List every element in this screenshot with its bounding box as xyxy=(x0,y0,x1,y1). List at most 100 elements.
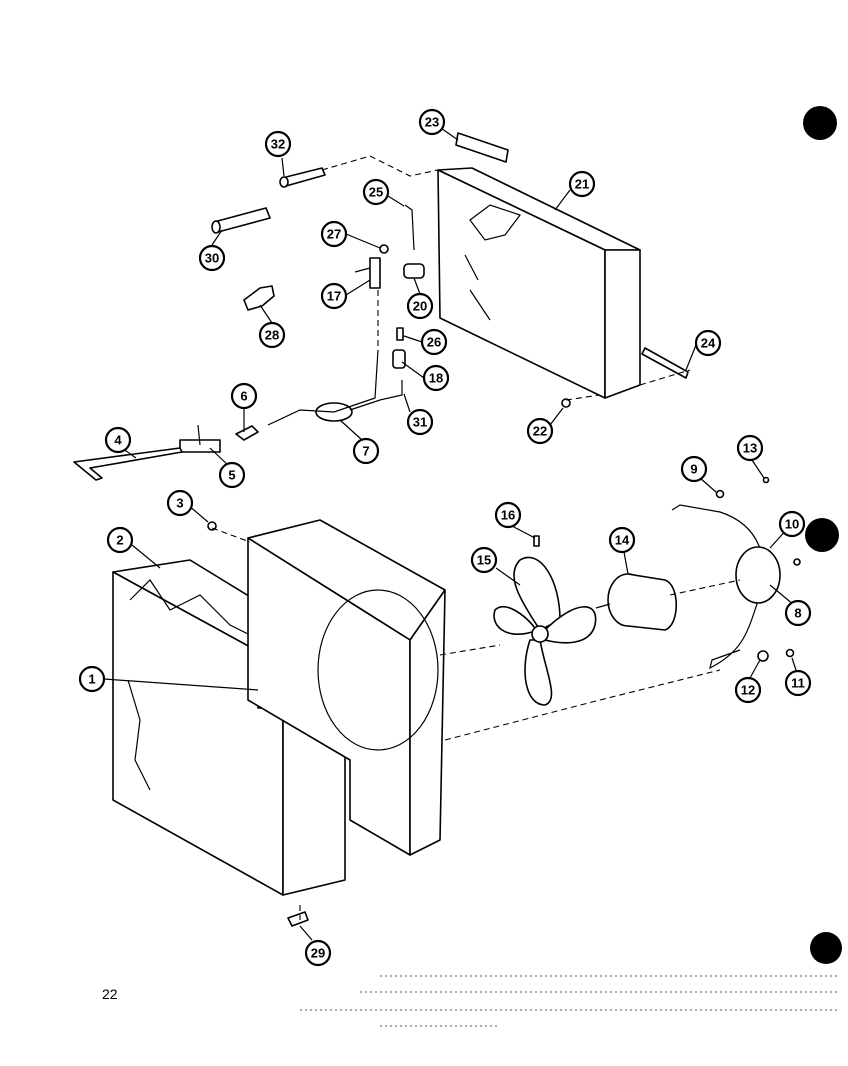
callout-circle xyxy=(320,220,348,248)
callout-23: 23 xyxy=(418,108,446,136)
callout-circle xyxy=(470,546,498,574)
callout-circle xyxy=(608,526,636,554)
callout-11: 11 xyxy=(784,669,812,697)
callout-label: 32 xyxy=(271,137,285,152)
callout-3: 3 xyxy=(166,489,194,517)
callout-16: 16 xyxy=(494,501,522,529)
callout-26: 26 xyxy=(420,328,448,356)
callout-9: 9 xyxy=(680,455,708,483)
callout-circle xyxy=(304,939,332,967)
small-hardware xyxy=(715,476,801,662)
switch-5 xyxy=(179,424,221,453)
knob-6 xyxy=(235,425,259,441)
callout-label: 29 xyxy=(311,946,325,961)
bracket-23 xyxy=(455,132,509,163)
callout-label: 14 xyxy=(615,533,630,548)
callout-label: 22 xyxy=(533,424,547,439)
clip-28 xyxy=(243,285,275,311)
callout-layer: 1234567891011121314151617182021222324252… xyxy=(78,108,812,967)
callout-22: 22 xyxy=(526,417,554,445)
setscrew-16 xyxy=(533,535,540,547)
callout-4: 4 xyxy=(104,426,132,454)
callout-circle xyxy=(422,364,450,392)
screw-22 xyxy=(561,398,571,408)
callout-label: 28 xyxy=(265,328,279,343)
bracket-24 xyxy=(641,347,689,379)
callout-label: 9 xyxy=(690,462,697,477)
callout-6: 6 xyxy=(230,382,258,410)
callout-label: 30 xyxy=(205,251,219,266)
callout-circle xyxy=(320,282,348,310)
motor-14 xyxy=(595,573,677,631)
callout-10: 10 xyxy=(778,510,806,538)
screw-3 xyxy=(207,521,217,531)
callout-circle xyxy=(736,434,764,462)
cap-27 xyxy=(379,244,389,254)
callout-29: 29 xyxy=(304,939,332,967)
capillary-25 xyxy=(404,204,415,251)
callout-circle xyxy=(526,417,554,445)
callout-label: 8 xyxy=(794,606,801,621)
callout-label: 21 xyxy=(575,177,589,192)
page-number: 22 xyxy=(102,986,118,1002)
leader-lines xyxy=(103,125,797,941)
fan-blade-15 xyxy=(493,556,597,706)
callout-circle xyxy=(680,455,708,483)
callout-15: 15 xyxy=(470,546,498,574)
clamp-20 xyxy=(403,263,425,279)
pin-32 xyxy=(279,167,326,188)
callout-label: 18 xyxy=(429,371,443,386)
tube-30 xyxy=(211,207,271,234)
callout-circle xyxy=(494,501,522,529)
callout-circle xyxy=(218,461,246,489)
callout-1: 1 xyxy=(78,665,106,693)
callout-circle xyxy=(230,382,258,410)
callout-32: 32 xyxy=(264,130,292,158)
callout-24: 24 xyxy=(694,329,722,357)
callout-label: 3 xyxy=(176,496,183,511)
callout-label: 7 xyxy=(362,444,369,459)
callout-circle xyxy=(166,489,194,517)
callout-27: 27 xyxy=(320,220,348,248)
callout-2: 2 xyxy=(106,526,134,554)
callout-5: 5 xyxy=(218,461,246,489)
callout-circle xyxy=(784,599,812,627)
alignment-lines xyxy=(211,155,741,920)
callout-label: 26 xyxy=(427,335,441,350)
callout-circle xyxy=(778,510,806,538)
callout-circle xyxy=(104,426,132,454)
fitting-26 xyxy=(396,327,404,341)
callout-circle xyxy=(406,408,434,436)
callout-14: 14 xyxy=(608,526,636,554)
callout-circle xyxy=(418,108,446,136)
shroud xyxy=(247,519,446,856)
callout-7: 7 xyxy=(352,437,380,465)
scan-noise xyxy=(300,975,840,1027)
callout-label: 4 xyxy=(114,433,122,448)
callout-label: 6 xyxy=(240,389,247,404)
callout-circle xyxy=(362,178,390,206)
callout-17: 17 xyxy=(320,282,348,310)
motor-mount-8 xyxy=(671,504,781,670)
callout-25: 25 xyxy=(362,178,390,206)
rod-4 xyxy=(73,447,183,481)
registration-marks xyxy=(803,106,842,964)
callout-circle xyxy=(406,292,434,320)
callout-label: 20 xyxy=(413,299,427,314)
callout-21: 21 xyxy=(568,170,596,198)
callout-28: 28 xyxy=(258,321,286,349)
callout-label: 5 xyxy=(228,468,235,483)
drier-18 xyxy=(392,349,406,369)
callout-label: 13 xyxy=(743,441,757,456)
callout-circle xyxy=(734,676,762,704)
callout-label: 31 xyxy=(413,415,427,430)
callout-label: 24 xyxy=(701,336,716,351)
callout-circle xyxy=(420,328,448,356)
callout-label: 10 xyxy=(785,517,799,532)
thermostat-7 xyxy=(267,349,403,426)
callout-circle xyxy=(784,669,812,697)
callout-circle xyxy=(78,665,106,693)
callout-label: 15 xyxy=(477,553,491,568)
callout-label: 2 xyxy=(116,533,123,548)
